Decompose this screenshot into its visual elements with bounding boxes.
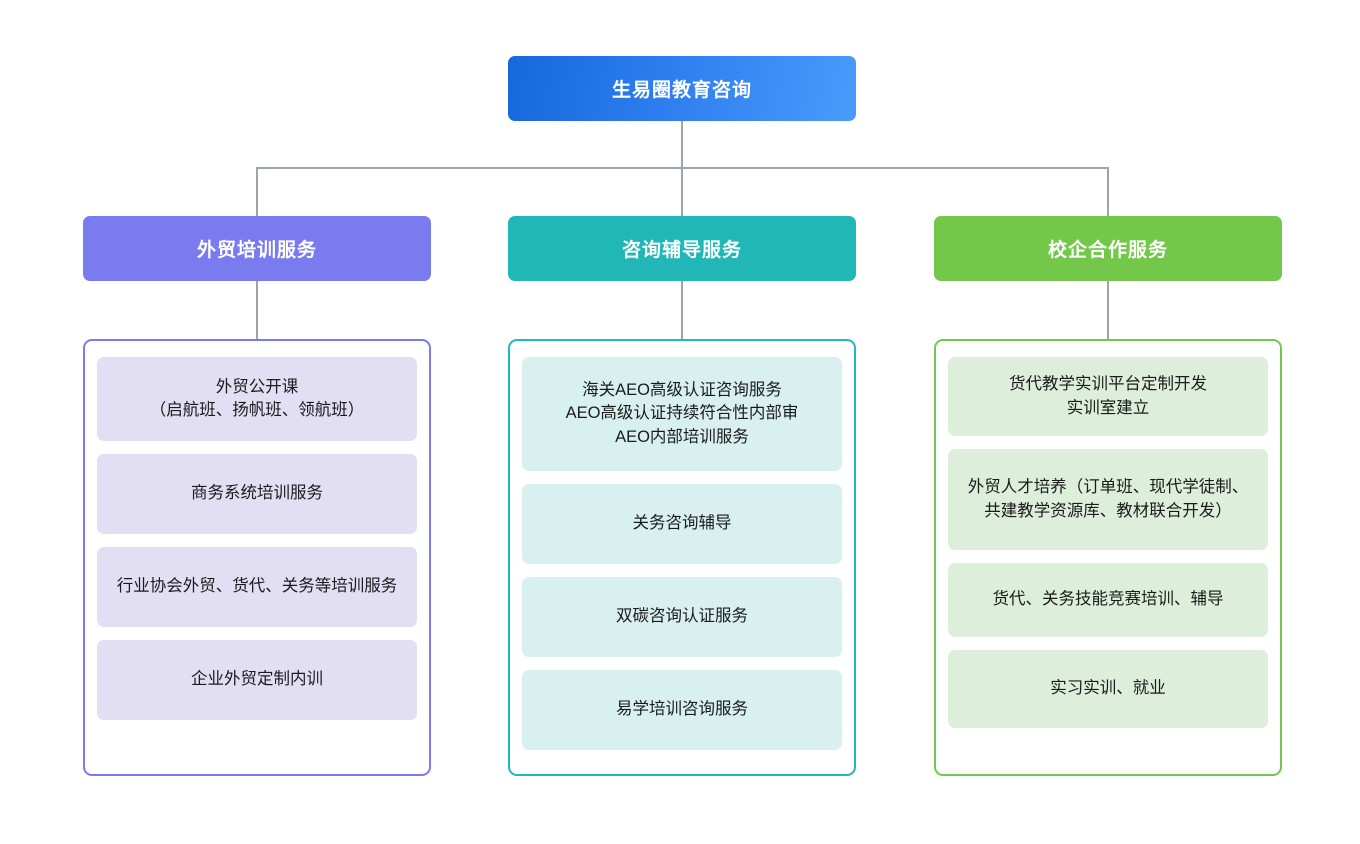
- root-node[interactable]: 生易圈教育咨询: [508, 56, 856, 121]
- branch-header-label-2: 校企合作服务: [1047, 240, 1168, 261]
- branch-header-2[interactable]: 校企合作服务: [934, 216, 1282, 281]
- connector-header-to-box-2: [1107, 281, 1109, 341]
- leaf-card[interactable]: 易学培训咨询服务: [522, 670, 842, 750]
- connector-branch-stem-1: [681, 167, 683, 217]
- branch-header-0[interactable]: 外贸培训服务: [83, 216, 431, 281]
- connector-header-to-box-0: [256, 281, 258, 341]
- branch-header-label-0: 外贸培训服务: [196, 240, 317, 261]
- leaf-card[interactable]: 外贸人才培养（订单班、现代学徒制、共建教学资源库、教材联合开发）: [948, 449, 1268, 550]
- leaf-card[interactable]: 商务系统培训服务: [97, 454, 417, 534]
- leaf-card[interactable]: 关务咨询辅导: [522, 484, 842, 564]
- leaf-card[interactable]: 双碳咨询认证服务: [522, 577, 842, 657]
- branch-header-1[interactable]: 咨询辅导服务: [508, 216, 856, 281]
- leaf-card[interactable]: 企业外贸定制内训: [97, 640, 417, 720]
- connector-header-to-box-1: [681, 281, 683, 341]
- leaf-card[interactable]: 货代、关务技能竞赛培训、辅导: [948, 563, 1268, 637]
- branch-header-label-1: 咨询辅导服务: [621, 240, 742, 261]
- connector-branch-stem-2: [1107, 167, 1109, 217]
- leaf-card[interactable]: 海关AEO高级认证咨询服务 AEO高级认证持续符合性内部审 AEO内部培训服务: [522, 357, 842, 471]
- branch-container-2: 货代教学实训平台定制开发 实训室建立 外贸人才培养（订单班、现代学徒制、共建教学…: [934, 339, 1282, 776]
- connector-root-stem: [681, 121, 683, 168]
- leaf-card[interactable]: 行业协会外贸、货代、关务等培训服务: [97, 547, 417, 627]
- connector-branch-stem-0: [256, 167, 258, 217]
- branch-container-1: 海关AEO高级认证咨询服务 AEO高级认证持续符合性内部审 AEO内部培训服务 …: [508, 339, 856, 776]
- root-node-label: 生易圈教育咨询: [611, 80, 752, 101]
- leaf-card[interactable]: 外贸公开课 （启航班、扬帆班、领航班）: [97, 357, 417, 441]
- branch-container-0: 外贸公开课 （启航班、扬帆班、领航班） 商务系统培训服务 行业协会外贸、货代、关…: [83, 339, 431, 776]
- leaf-card[interactable]: 实习实训、就业: [948, 650, 1268, 728]
- leaf-card[interactable]: 货代教学实训平台定制开发 实训室建立: [948, 357, 1268, 436]
